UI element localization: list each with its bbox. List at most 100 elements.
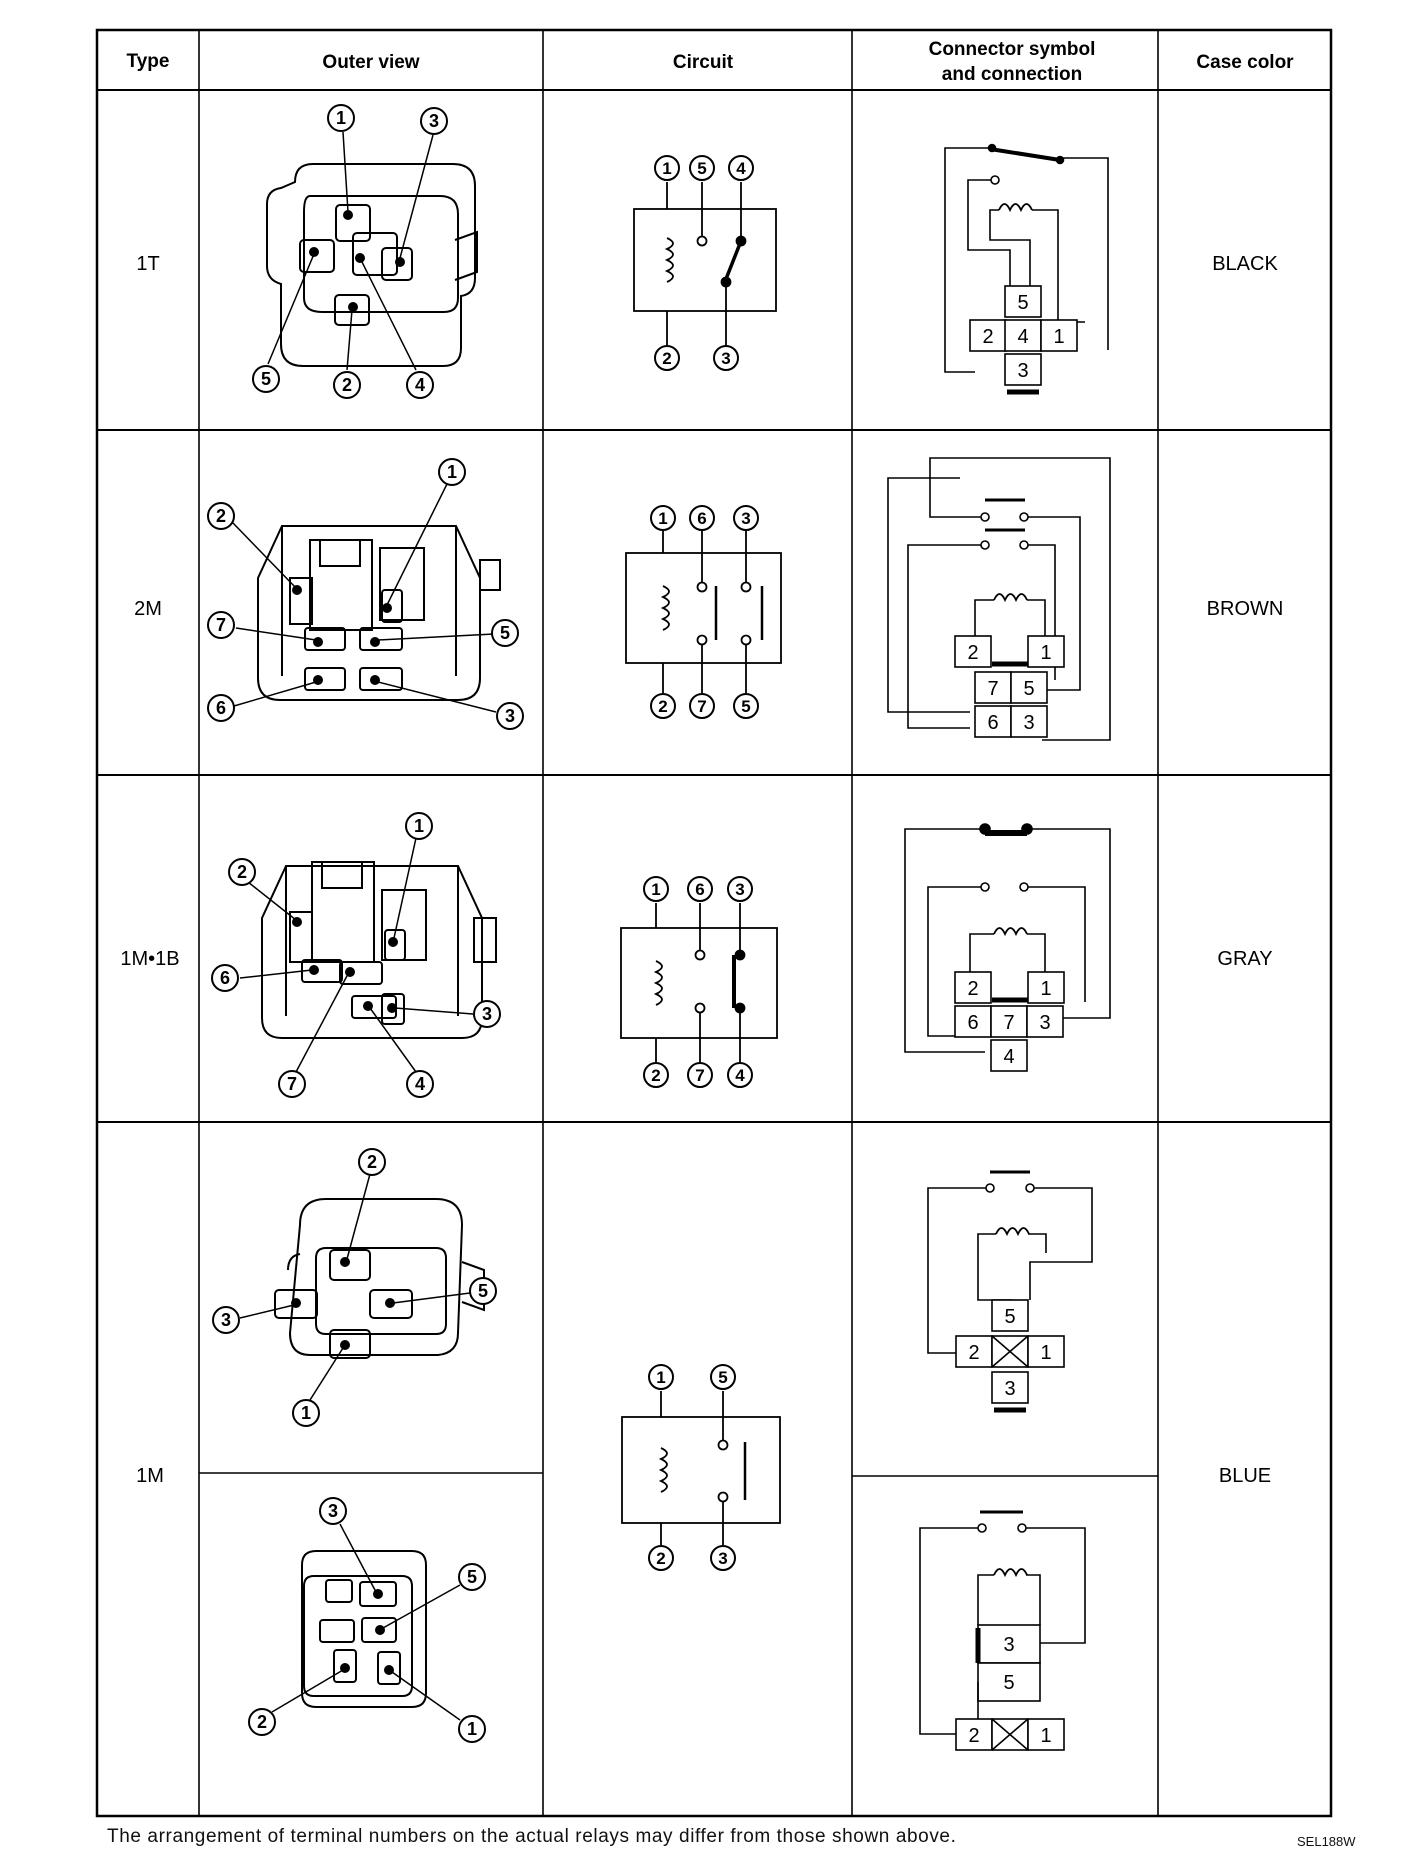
row-1T-callout-3: 3 bbox=[420, 107, 448, 135]
row-1T-case-color: BLACK bbox=[1212, 253, 1278, 275]
row-1M-connector-a bbox=[927, 1170, 1093, 1413]
row-1M-b-callout-5: 5 bbox=[458, 1563, 486, 1591]
row-2M-connector-terminal-6: 6 bbox=[987, 712, 998, 734]
row-1M-outer-view-a bbox=[239, 1173, 485, 1401]
row-1T-callout-2: 2 bbox=[333, 371, 361, 399]
row-2M-connector-terminal-7: 7 bbox=[987, 678, 998, 700]
row-2M-outer-view bbox=[231, 483, 501, 713]
row-1T-connector-terminal-5: 5 bbox=[1017, 292, 1028, 314]
row-1M-a-callout-2: 2 bbox=[358, 1148, 386, 1176]
row-1M1B-connector bbox=[904, 823, 1111, 1072]
row-1M1B-connector-terminal-4: 4 bbox=[1003, 1046, 1014, 1068]
row-1T-circuit-bottom-2: 2 bbox=[654, 345, 680, 371]
row-1M1B-outer-view bbox=[239, 837, 497, 1073]
row-1M-connector-a-terminal-5: 5 bbox=[1004, 1306, 1015, 1328]
table-header: Type Outer view Circuit Connector symbol… bbox=[127, 39, 1295, 85]
svg-text:5: 5 bbox=[478, 1281, 488, 1301]
row-1T-callout-1: 1 bbox=[327, 104, 355, 132]
row-1M1B-connector-terminal-1: 1 bbox=[1040, 978, 1051, 1000]
svg-text:2: 2 bbox=[216, 506, 226, 526]
row-1M-circuit-top-5: 5 bbox=[710, 1364, 736, 1390]
svg-text:5: 5 bbox=[500, 623, 510, 643]
svg-text:2: 2 bbox=[342, 375, 352, 395]
svg-text:3: 3 bbox=[221, 1310, 231, 1330]
svg-text:5: 5 bbox=[718, 1368, 727, 1387]
row-2M-circuit-bottom-5: 5 bbox=[733, 693, 759, 719]
svg-text:7: 7 bbox=[695, 1066, 704, 1085]
row-1M1B-callout-1: 1 bbox=[405, 812, 433, 840]
svg-text:1: 1 bbox=[336, 108, 346, 128]
row-1T-circuit-top-4: 4 bbox=[728, 155, 754, 181]
row-1T-type: 1T bbox=[136, 253, 159, 275]
svg-text:2: 2 bbox=[237, 862, 247, 882]
header-connector-line2: and connection bbox=[942, 64, 1082, 85]
row-1T-callout-5: 5 bbox=[252, 365, 280, 393]
svg-text:3: 3 bbox=[721, 349, 730, 368]
row-1M1B-circuit-top-6: 6 bbox=[687, 876, 713, 902]
row-1M-connector-a-terminal-2: 2 bbox=[968, 1342, 979, 1364]
svg-text:2: 2 bbox=[662, 349, 671, 368]
svg-text:1: 1 bbox=[658, 509, 667, 528]
svg-text:7: 7 bbox=[216, 615, 226, 635]
row-2M-circuit-top-6: 6 bbox=[689, 505, 715, 531]
row-1T-circuit-bottom-3: 3 bbox=[713, 345, 739, 371]
row-1T-connector-terminal-3: 3 bbox=[1017, 360, 1028, 382]
row-1M1B-callout-6: 6 bbox=[211, 964, 239, 992]
row-2M-callout-6: 6 bbox=[207, 694, 235, 722]
row-2M-callout-5: 5 bbox=[491, 619, 519, 647]
svg-text:2: 2 bbox=[367, 1152, 377, 1172]
row-1M-connector-b-terminal-3: 3 bbox=[1003, 1634, 1014, 1656]
row-1T-circuit-top-1: 1 bbox=[654, 155, 680, 181]
row-1M-circuit-bottom-3: 3 bbox=[710, 1545, 736, 1571]
row-2M-connector-terminal-5: 5 bbox=[1023, 678, 1034, 700]
row-1M-connector-b-terminal-1: 1 bbox=[1040, 1725, 1051, 1747]
row-1M-a-callout-3: 3 bbox=[212, 1306, 240, 1334]
row-1M1B-circuit-top-1: 1 bbox=[643, 876, 669, 902]
svg-text:6: 6 bbox=[697, 509, 706, 528]
row-2M-circuit-top-3: 3 bbox=[733, 505, 759, 531]
row-1M-circuit-bottom-2: 2 bbox=[648, 1545, 674, 1571]
svg-text:2: 2 bbox=[257, 1712, 267, 1732]
header-circuit: Circuit bbox=[673, 52, 734, 73]
row-1M1B-callout-4: 4 bbox=[406, 1070, 434, 1098]
svg-text:3: 3 bbox=[741, 509, 750, 528]
svg-text:3: 3 bbox=[735, 880, 744, 899]
row-1M1B-connector-terminal-2: 2 bbox=[967, 978, 978, 1000]
row-1M-connector-b-terminal-5: 5 bbox=[1003, 1672, 1014, 1694]
row-1M-circuit bbox=[621, 1391, 781, 1545]
svg-text:3: 3 bbox=[429, 111, 439, 131]
svg-text:1: 1 bbox=[656, 1368, 665, 1387]
row-1M1B-callout-2: 2 bbox=[228, 858, 256, 886]
row-2M-circuit-top-1: 1 bbox=[650, 505, 676, 531]
row-2M-type: 2M bbox=[134, 598, 162, 620]
svg-text:3: 3 bbox=[718, 1549, 727, 1568]
svg-text:1: 1 bbox=[651, 880, 660, 899]
row-1M-circuit-top-1: 1 bbox=[648, 1364, 674, 1390]
svg-text:4: 4 bbox=[735, 1066, 745, 1085]
row-1M-a-callout-5: 5 bbox=[469, 1277, 497, 1305]
row-1T-connector-terminal-2: 2 bbox=[982, 326, 993, 348]
row-1M1B-connector-terminal-3: 3 bbox=[1039, 1012, 1050, 1034]
row-2M-circuit-bottom-7: 7 bbox=[689, 693, 715, 719]
row-1M1B-circuit-top-3: 3 bbox=[727, 876, 753, 902]
row-1T-outer-view bbox=[266, 131, 478, 371]
row-1M1B-circuit-bottom-4: 4 bbox=[727, 1062, 753, 1088]
svg-text:2: 2 bbox=[656, 1549, 665, 1568]
row-1T-connector-terminal-1: 1 bbox=[1053, 326, 1064, 348]
svg-text:2: 2 bbox=[651, 1066, 660, 1085]
row-1M-connector-a-terminal-3: 3 bbox=[1004, 1378, 1015, 1400]
svg-text:1: 1 bbox=[447, 462, 457, 482]
svg-text:3: 3 bbox=[328, 1501, 338, 1521]
svg-text:3: 3 bbox=[505, 706, 515, 726]
figure-code: SEL188W bbox=[1297, 1834, 1356, 1849]
svg-text:1: 1 bbox=[467, 1719, 477, 1739]
svg-text:2: 2 bbox=[658, 697, 667, 716]
row-1M1B-circuit bbox=[620, 903, 778, 1062]
svg-text:6: 6 bbox=[695, 880, 704, 899]
svg-text:5: 5 bbox=[261, 369, 271, 389]
svg-text:6: 6 bbox=[220, 968, 230, 988]
row-1M-b-callout-2: 2 bbox=[248, 1708, 276, 1736]
row-1T-circuit-top-5: 5 bbox=[689, 155, 715, 181]
row-2M-circuit-bottom-2: 2 bbox=[650, 693, 676, 719]
